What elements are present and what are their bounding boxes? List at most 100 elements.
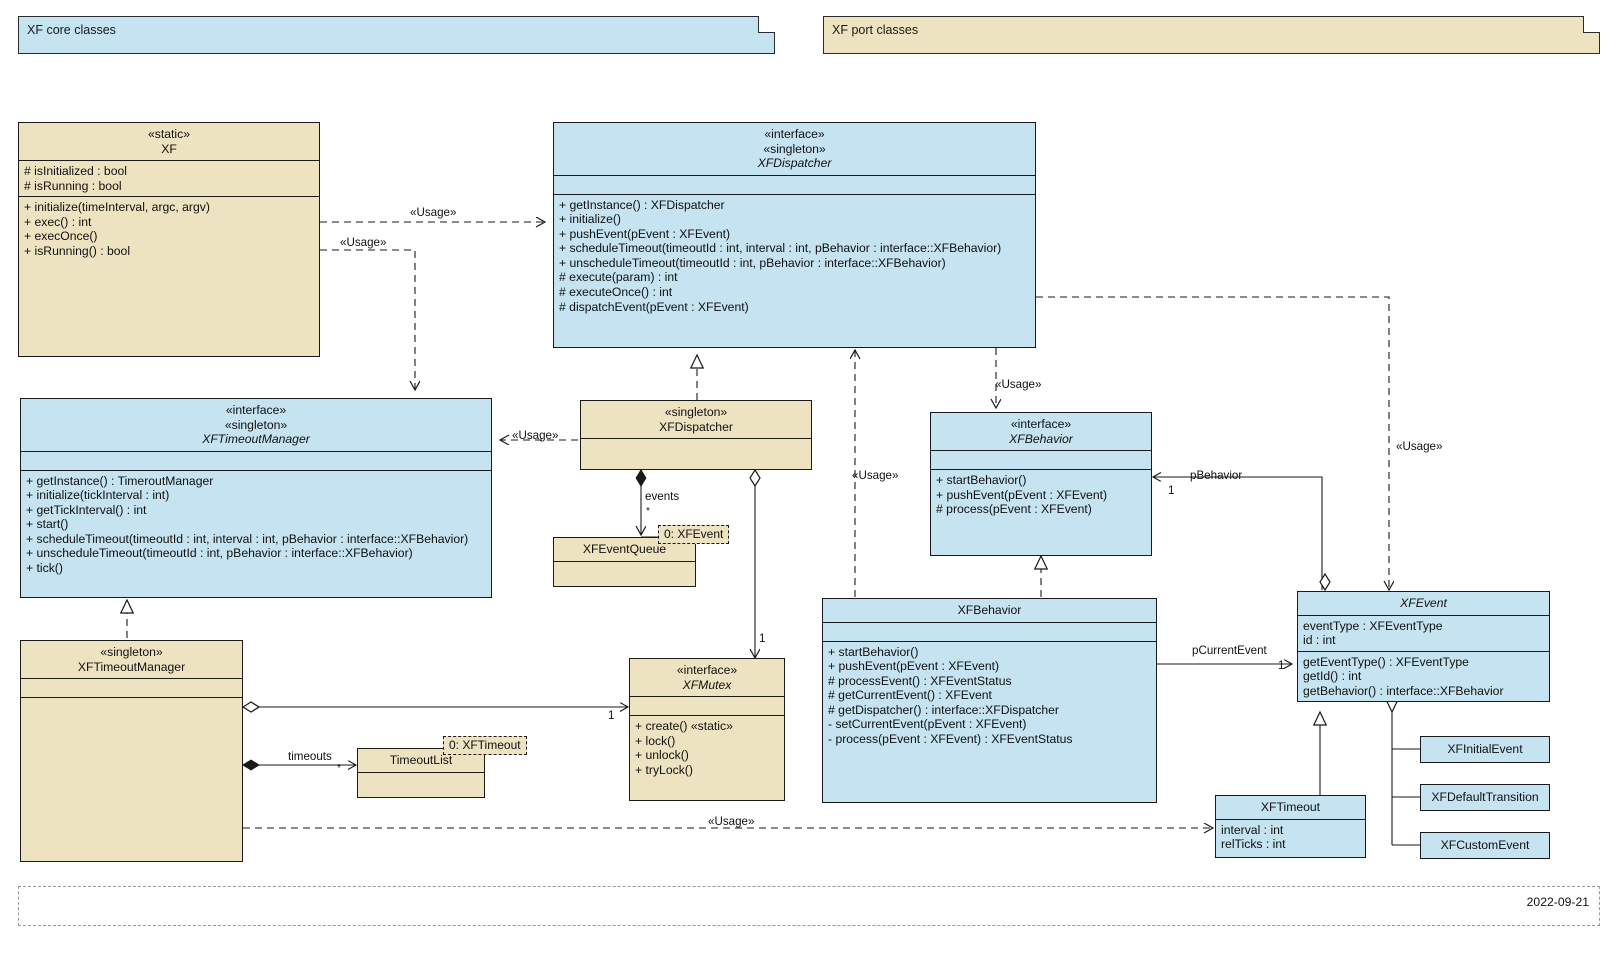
operation-row: - process(pEvent : XFEvent) : XFEventSta… [828, 732, 1073, 747]
edge-label-role-timeouts: timeouts [288, 750, 332, 763]
class-xfcustomevent[interactable]: XFCustomEvent [1420, 832, 1550, 859]
compartment-separator [19, 160, 319, 161]
class-header: «interface» XFMutex [630, 659, 784, 696]
operation-row: + isRunning() : bool [24, 243, 131, 258]
operation-row: + getInstance() : XFDispatcher [559, 197, 725, 212]
operation-row: + tryLock() [635, 762, 693, 777]
edge-label-multiplicity: 1 [759, 632, 766, 645]
operation-row: getEventType() : XFEventType [1303, 654, 1469, 669]
class-xfbehavior-interface[interactable]: «interface» XFBehavior + startBehavior()… [930, 412, 1152, 556]
compartment-separator [554, 193, 1035, 195]
class-xftimeout[interactable]: XFTimeout interval : int relTicks : int [1215, 795, 1366, 858]
operation-row: + lock() [635, 733, 676, 748]
diagram-date: 2022-09-21 [1526, 895, 1589, 909]
compartment-separator [630, 715, 784, 716]
operations-compartment [21, 698, 242, 704]
operation-row: + create() «static» [635, 719, 733, 733]
package-xf-port: XF port classes [823, 16, 1600, 54]
compartment-separator [358, 771, 484, 773]
class-header: «interface» «singleton» XFTimeoutManager [21, 399, 491, 451]
edge-label-usage: «Usage» [340, 236, 387, 249]
edge-label-usage: «Usage» [708, 815, 755, 828]
attribute-row: eventType : XFEventType [1303, 618, 1443, 633]
attributes-compartment [21, 452, 491, 470]
class-xfdefaulttransition[interactable]: XFDefaultTransition [1420, 784, 1550, 811]
anchor-note-xftimeout: 0: XFTimeout [443, 736, 527, 755]
class-name: XFDispatcher [659, 419, 733, 434]
operation-row: + exec() : int [24, 214, 92, 229]
operation-row: + start() [26, 517, 69, 532]
compartment-separator [21, 469, 491, 471]
class-timeoutlist[interactable]: TimeoutList [357, 748, 485, 798]
class-header: XFEvent [1298, 592, 1549, 615]
attribute-row: id : int [1303, 633, 1336, 648]
edge-label-usage: «Usage» [995, 378, 1042, 391]
class-xfevent[interactable]: XFEvent eventType : XFEventType id : int… [1297, 591, 1550, 702]
compartment-separator [1216, 818, 1365, 820]
class-stereotype: «interface» [225, 403, 287, 417]
class-stereotype: «singleton» [224, 417, 288, 432]
class-name: XFDefaultTransition [1431, 790, 1539, 804]
class-name: XFDispatcher [757, 156, 832, 170]
class-header: «interface» «singleton» XFDispatcher [554, 123, 1035, 175]
operation-row: + scheduleTimeout(timeoutId : int, inter… [559, 241, 1002, 256]
class-xftimeoutmanager-interface[interactable]: «interface» «singleton» XFTimeoutManager… [20, 398, 492, 598]
class-name: XFTimeoutManager [77, 659, 186, 674]
operations-compartment: + getInstance() : XFDispatcher + initial… [554, 195, 1035, 318]
attributes-compartment [554, 176, 1035, 194]
compartment-separator [1298, 650, 1549, 652]
class-stereotype: «interface» [1010, 417, 1072, 431]
attribute-row: # isRunning : bool [24, 178, 122, 193]
attributes-compartment: eventType : XFEventType id : int [1298, 616, 1549, 651]
attribute-row: # isInitialized : bool [24, 164, 127, 178]
class-header: TimeoutList [358, 749, 484, 772]
class-stereotype: «static» [147, 127, 190, 141]
compartment-separator [823, 621, 1156, 623]
operation-row: # getDispatcher() : interface::XFDispatc… [828, 702, 1059, 717]
edge-label-multiplicity: 1 [608, 709, 615, 722]
operation-row: + unscheduleTimeout(timeoutId : int, pBe… [26, 546, 413, 561]
operation-row: + initialize(timeInterval, argc, argv) [24, 200, 210, 215]
attributes-compartment [358, 773, 484, 791]
class-xfmutex-interface[interactable]: «interface» XFMutex + create() «static» … [629, 658, 785, 801]
class-header: XFDefaultTransition [1421, 785, 1549, 809]
class-name: XFEventQueue [582, 542, 667, 556]
operation-row: + startBehavior() [828, 644, 919, 659]
edge-label-multiplicity: 1 [1278, 659, 1285, 672]
operation-row: + pushEvent(pEvent : XFEvent) [559, 226, 731, 241]
edge-label-role-pcurrentevent: pCurrentEvent [1192, 644, 1267, 657]
class-header: XFInitialEvent [1421, 737, 1549, 761]
class-xfbehavior[interactable]: XFBehavior + startBehavior() + pushEvent… [822, 598, 1157, 803]
operation-row: + scheduleTimeout(timeoutId : int, inter… [26, 531, 469, 546]
class-xftimeoutmanager-singleton[interactable]: «singleton» XFTimeoutManager [20, 640, 243, 862]
edge-label-usage: «Usage» [410, 206, 457, 219]
class-name: XFBehavior [1009, 431, 1073, 446]
class-stereotype: «interface» [676, 663, 738, 677]
class-name: TimeoutList [389, 753, 453, 767]
package-xf-core: XF core classes [18, 16, 775, 54]
class-header: «static» XF [19, 123, 319, 160]
class-xfinitialevent[interactable]: XFInitialEvent [1420, 736, 1550, 763]
class-name: XFBehavior [957, 603, 1022, 617]
operations-compartment: + initialize(timeInterval, argc, argv) +… [19, 197, 319, 261]
class-xf[interactable]: «static» XF # isInitialized : bool # isR… [18, 122, 320, 357]
class-header: «singleton» XFTimeoutManager [21, 641, 242, 678]
package-dogear-icon [1583, 16, 1600, 33]
operation-row: + unlock() [635, 748, 689, 763]
class-xfeventqueue[interactable]: XFEventQueue [553, 537, 696, 587]
attributes-compartment: # isInitialized : bool # isRunning : boo… [19, 161, 319, 196]
edge-label-usage: «Usage» [512, 429, 559, 442]
operation-row: # dispatchEvent(pEvent : XFEvent) [559, 299, 749, 314]
compartment-separator [931, 469, 1151, 470]
class-header: «singleton» XFDispatcher [581, 401, 811, 438]
operation-row: + tick() [26, 561, 63, 576]
operation-row: + initialize(tickInterval : int) [26, 488, 170, 503]
operation-row: # executeOnce() : int [559, 285, 673, 300]
operation-row: # getCurrentEvent() : XFEvent [828, 688, 992, 703]
class-xfdispatcher-singleton[interactable]: «singleton» XFDispatcher [580, 400, 812, 470]
anchor-note-xfevent: 0: XFEvent [658, 525, 730, 544]
attributes-compartment [931, 451, 1151, 469]
class-xfdispatcher-interface[interactable]: «interface» «singleton» XFDispatcher + g… [553, 122, 1036, 348]
compartment-separator [554, 560, 695, 562]
